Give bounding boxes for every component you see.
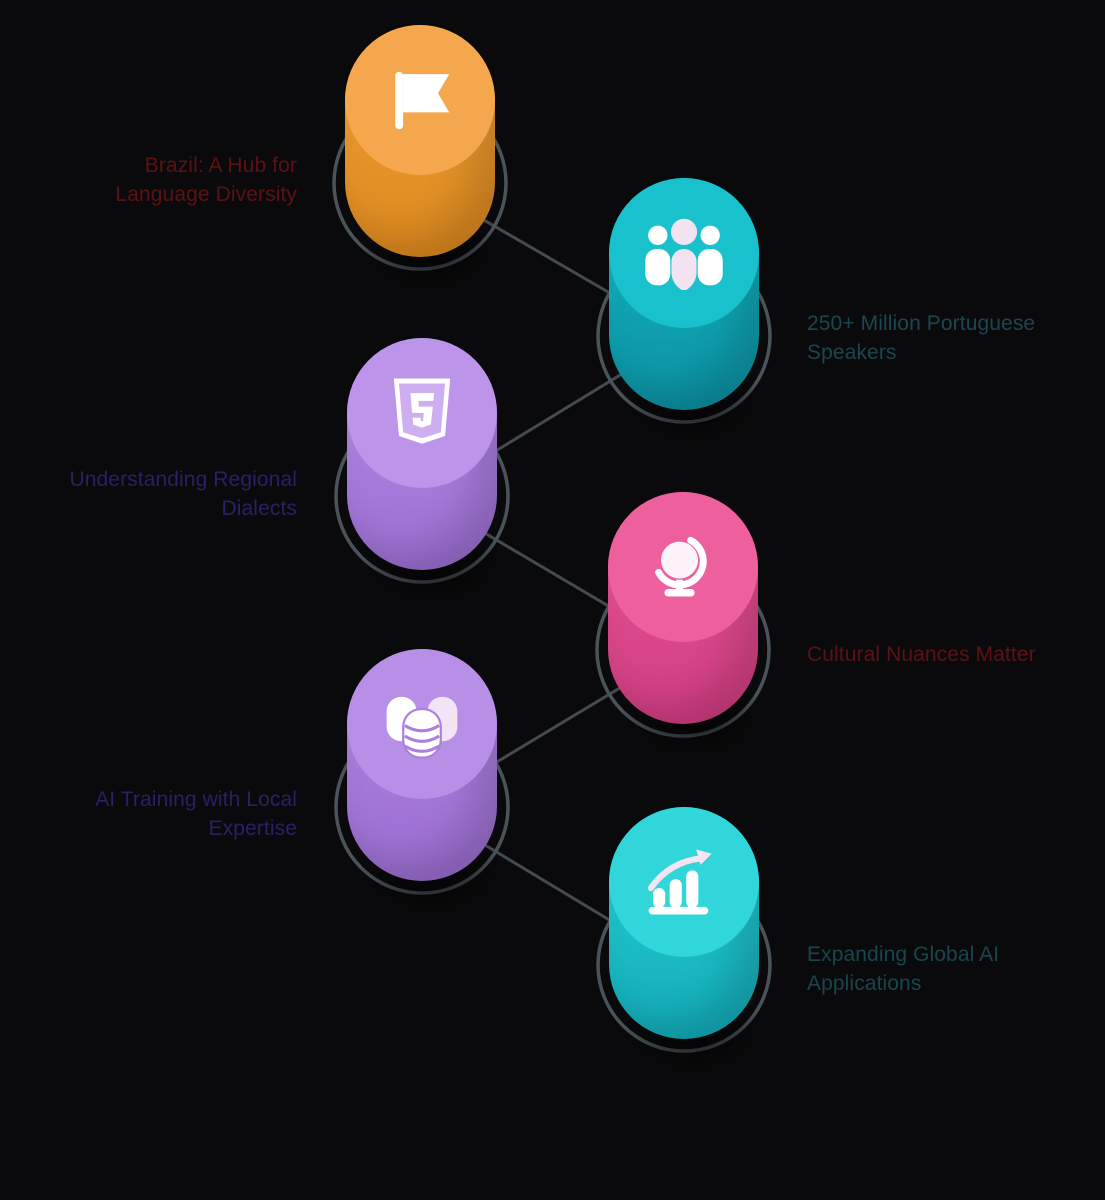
connector-2-3 — [421, 334, 685, 498]
connector-5-6 — [421, 805, 685, 967]
